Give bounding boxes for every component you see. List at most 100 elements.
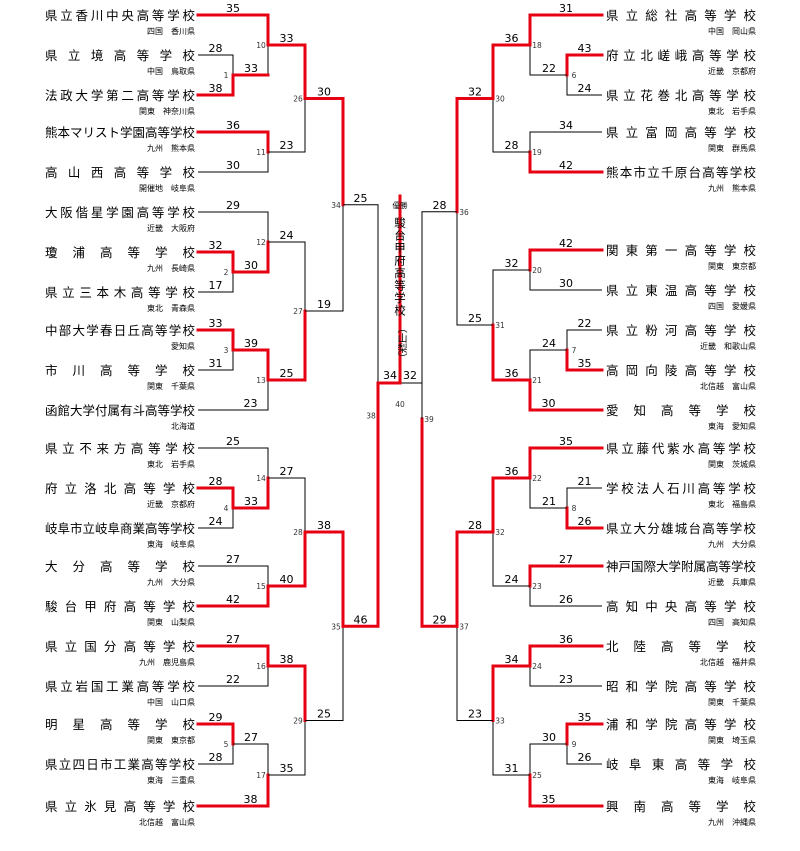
winner-line [491, 476, 532, 534]
match-number: 4 [224, 504, 229, 513]
winner-line [266, 309, 307, 382]
team-name: 高知中央高等学校 [606, 599, 756, 614]
team-region: 関東 山梨県 [147, 618, 195, 627]
winner-line [565, 722, 604, 746]
winner-line [231, 240, 270, 274]
score-label: 27 [559, 553, 573, 566]
bracket-line [198, 350, 234, 371]
team-name: 県立富岡高等学校 [606, 125, 756, 140]
team-name: 中部大学春日丘高等学校 [45, 323, 195, 338]
winner-line [376, 381, 402, 417]
score-label: 33 [209, 317, 223, 330]
winner-line [231, 348, 270, 382]
team-region: 四国 愛媛県 [708, 302, 756, 311]
score-label: 25 [317, 708, 331, 721]
team-region: 近畿 大阪府 [147, 224, 195, 233]
score-label: 30 [542, 731, 556, 744]
winner-line [196, 13, 270, 47]
score-label: 24 [209, 515, 223, 528]
team-region: 関東 東京都 [147, 736, 195, 745]
team-region: 東海 愛知県 [708, 422, 756, 431]
match-number: 39 [424, 415, 434, 424]
winner-line [231, 476, 270, 510]
team-name: 愛知高等学校 [606, 403, 756, 418]
match-number: 11 [256, 148, 266, 157]
bracket-line [198, 744, 234, 765]
match-number: 13 [256, 376, 266, 385]
match-number: 28 [293, 528, 303, 537]
bracket-line [305, 626, 344, 721]
score-label: 19 [317, 298, 331, 311]
match-number: 1 [224, 71, 229, 80]
match-number: 18 [532, 41, 542, 50]
team-region: 九州 熊本県 [147, 144, 195, 153]
score-label: 17 [209, 279, 223, 292]
match-number: 8 [572, 504, 577, 513]
score-label: 35 [226, 2, 240, 15]
score-label: 29 [226, 199, 240, 212]
team-name: 岐阜東高等学校 [606, 757, 756, 772]
team-region: 九州 沖縄県 [708, 818, 756, 827]
bracket-line [305, 204, 344, 312]
score-label: 21 [578, 475, 592, 488]
match-number: 23 [532, 582, 542, 591]
team-name: 興南高等学校 [606, 799, 756, 814]
score-label: 24 [542, 337, 556, 350]
team-region: 中国 山口県 [147, 698, 195, 707]
team-name: 市川高等学校 [45, 363, 195, 378]
score-label: 28 [209, 42, 223, 55]
winner-line [528, 773, 604, 808]
team-region: 九州 大分県 [147, 578, 195, 587]
score-label: 22 [578, 317, 592, 330]
team-region: 近畿 京都府 [708, 67, 756, 76]
score-label: 31 [209, 357, 223, 370]
match-number: 40 [395, 400, 405, 409]
match-number: 9 [572, 740, 577, 749]
score-label: 35 [578, 357, 592, 370]
match-number: 6 [572, 71, 577, 80]
team-name: 県立花巻北高等学校 [606, 88, 756, 103]
team-region: 北海道 [171, 422, 195, 431]
bracket-line [492, 532, 530, 587]
team-name: 北陸高等学校 [606, 639, 756, 654]
bracket-line [198, 380, 269, 411]
bracket-line [529, 270, 602, 291]
bracket-line [566, 744, 602, 765]
score-label: 27 [244, 731, 258, 744]
champion-label: 優勝 [392, 201, 408, 210]
match-number: 30 [495, 95, 505, 104]
score-label: 22 [226, 673, 240, 686]
match-number: 19 [532, 148, 542, 157]
team-name: 県立香川中央高等学校 [45, 8, 195, 23]
team-name: 府立洛北高等学校 [45, 481, 195, 496]
winner-line [528, 446, 604, 480]
team-name: 大阪偕星学園高等学校 [45, 205, 195, 220]
team-region: 東海 岐阜県 [708, 776, 756, 785]
match-number: 29 [293, 717, 303, 726]
team-name: 高岡向陵高等学校 [606, 363, 756, 378]
team-name: 府立北嵯峨高等学校 [606, 48, 756, 63]
match-number: 12 [256, 238, 266, 247]
winner-line [196, 644, 270, 668]
score-label: 28 [468, 519, 482, 532]
winner-line [565, 348, 604, 372]
score-label: 27 [226, 553, 240, 566]
score-label: 39 [244, 337, 258, 350]
champion-name: 駿台甲府高等学校 [393, 217, 407, 317]
team-name: 熊本マリスト学園高等学校 [45, 125, 196, 140]
team-region: 関東 千葉県 [147, 382, 195, 391]
winner-line [266, 664, 307, 722]
champion-box: 優勝 駿台甲府高等学校 （山梨） [388, 200, 412, 363]
winner-line [196, 250, 235, 274]
bracket-line [529, 666, 602, 687]
score-label: 38 [209, 82, 223, 95]
score-label: 36 [505, 32, 519, 45]
score-label: 23 [559, 673, 573, 686]
score-label: 27 [280, 465, 294, 478]
bracket-line [421, 211, 457, 419]
match-number: 5 [224, 740, 229, 749]
score-label: 25 [280, 367, 294, 380]
team-region: 北信越 富山県 [700, 382, 756, 391]
team-region: 開催地 岐阜県 [139, 184, 195, 193]
match-number: 16 [256, 662, 266, 671]
